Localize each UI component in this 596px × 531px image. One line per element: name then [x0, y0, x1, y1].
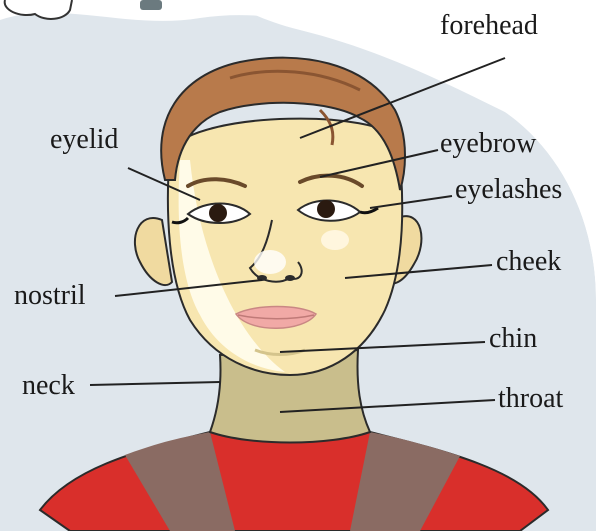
- cheek-highlight: [321, 230, 349, 250]
- left-pupil: [209, 204, 227, 222]
- label-eyelashes: eyelashes: [455, 176, 562, 204]
- right-pupil: [317, 200, 335, 218]
- label-throat: throat: [498, 385, 563, 413]
- right-nostril: [285, 275, 295, 281]
- nose-highlight: [254, 250, 286, 274]
- small-object-sketch: [140, 0, 162, 10]
- label-eyebrow: eyebrow: [440, 130, 536, 158]
- label-neck: neck: [22, 372, 75, 400]
- label-cheek: cheek: [496, 248, 561, 276]
- label-forehead: forehead: [440, 12, 538, 40]
- label-eyelid: eyelid: [50, 126, 118, 154]
- label-chin: chin: [489, 325, 537, 353]
- label-nostril: nostril: [14, 282, 86, 310]
